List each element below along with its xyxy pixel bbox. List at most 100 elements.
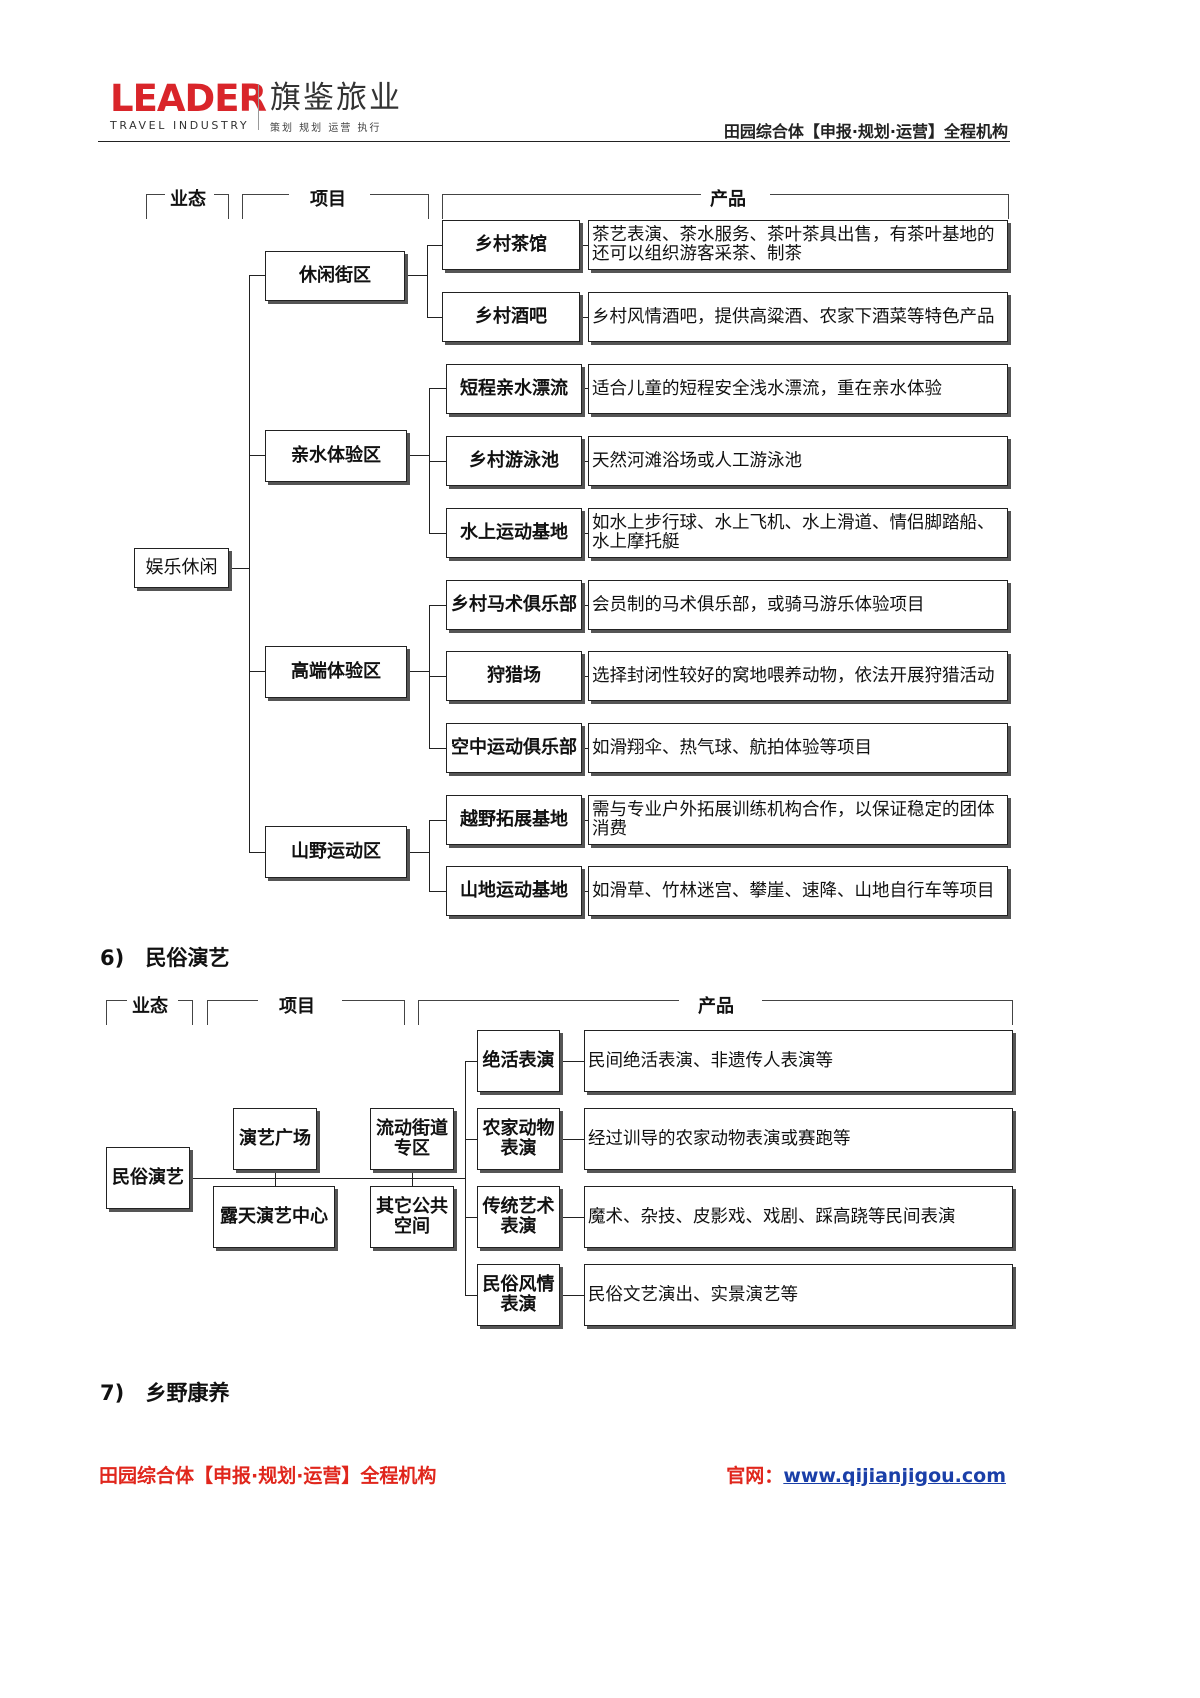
- item-node: 乡村茶馆: [442, 220, 580, 270]
- header-project: 项目: [279, 996, 315, 1017]
- conn-z2-b: [429, 461, 446, 462]
- bracket-format-right: [178, 1000, 193, 1025]
- logo: LEADER TRAVEL INDUSTRY: [110, 80, 267, 133]
- bracket-project-left: [242, 194, 289, 219]
- bracket-product-left: [442, 194, 701, 219]
- item-node: 传统艺术表演: [477, 1186, 560, 1248]
- bracket-product-left: [418, 1000, 679, 1025]
- zone-node: 山野运动区: [265, 826, 407, 878]
- item-node: 空中运动俱乐部: [446, 723, 582, 773]
- footer-site-label: 官网：: [726, 1465, 784, 1487]
- conn-items-spine: [465, 1061, 466, 1295]
- zone-node: 亲水体验区: [265, 430, 407, 482]
- bracket-product-right: [762, 1000, 1013, 1025]
- item-node: 农家动物表演: [477, 1108, 560, 1170]
- section-heading-6: 6) 民俗演艺: [100, 942, 230, 972]
- item-node: 水上运动基地: [446, 508, 582, 558]
- bracket-format-left: [106, 1000, 127, 1025]
- section-heading-7: 7) 乡野康养: [100, 1377, 230, 1407]
- header-format: 业态: [132, 996, 168, 1017]
- bracket-project-right: [342, 1000, 405, 1025]
- product-desc: 会员制的马术俱乐部，或骑马游乐体验项目: [588, 580, 1008, 630]
- product-desc: 茶艺表演、茶水服务、茶叶茶具出售，有茶叶基地的还可以组织游客采茶、制茶: [588, 220, 1008, 270]
- product-desc: 天然河滩浴场或人工游泳池: [588, 436, 1008, 486]
- conn-desc-4: [560, 1295, 584, 1296]
- conn-zone-4: [249, 852, 265, 853]
- item-node: 山地运动基地: [446, 866, 582, 916]
- conn-z4-b: [429, 891, 446, 892]
- conn-p5: [582, 533, 588, 534]
- conn-z2-spine: [429, 388, 430, 533]
- item-node: 乡村酒吧: [442, 292, 580, 342]
- conn-zone-1: [249, 275, 265, 276]
- conn-z3-c: [429, 748, 446, 749]
- project-node: 露天演艺中心: [213, 1186, 335, 1248]
- header-format: 业态: [170, 189, 206, 210]
- zone-node: 休闲街区: [265, 251, 405, 301]
- product-desc: 适合儿童的短程安全浅水漂流，重在亲水体验: [588, 364, 1008, 414]
- product-desc: 选择封闭性较好的窝地喂养动物，依法开展狩猎活动: [588, 651, 1008, 701]
- conn-z1-a: [427, 245, 442, 246]
- product-desc: 如滑草、竹林迷宫、攀崖、速降、山地自行车等项目: [588, 866, 1008, 916]
- brand-name: 旗鉴旅业: [270, 80, 402, 116]
- conn-z4: [407, 852, 429, 853]
- section-title: 民俗演艺: [145, 946, 230, 970]
- footer-site-link[interactable]: www.qijianjigou.com: [783, 1465, 1006, 1487]
- item-node: 绝活表演: [477, 1030, 560, 1092]
- product-desc: 民间绝活表演、非遗传人表演等: [584, 1030, 1013, 1092]
- conn-z3-a: [429, 605, 446, 606]
- conn-proj-4: [412, 1178, 413, 1186]
- conn-root: [229, 568, 249, 569]
- conn-z1-b: [427, 317, 442, 318]
- bracket-project-left: [207, 1000, 258, 1025]
- bracket-project-right: [370, 194, 429, 219]
- conn-p3: [582, 388, 588, 389]
- conn-z1: [405, 275, 427, 276]
- header-product: 产品: [710, 189, 746, 210]
- project-node: 其它公共空间: [370, 1186, 454, 1248]
- header-project: 项目: [310, 189, 346, 210]
- footer-site: 官网：www.qijianjigou.com: [726, 1461, 1006, 1488]
- conn-zone-2: [249, 455, 265, 456]
- conn-p8: [582, 748, 588, 749]
- brand-tagline: 策划 规划 运营 执行: [270, 123, 382, 134]
- conn-z4-a: [429, 820, 446, 821]
- product-desc: 需与专业户外拓展训练机构合作，以保证稳定的团体消费: [588, 795, 1008, 845]
- item-node: 短程亲水漂流: [446, 364, 582, 414]
- product-desc: 魔术、杂技、皮影戏、戏剧、踩高跷等民间表演: [584, 1186, 1013, 1248]
- conn-p9: [582, 820, 588, 821]
- conn-p10: [582, 891, 588, 892]
- conn-z4-spine: [429, 820, 430, 891]
- project-node: 流动街道专区: [370, 1108, 454, 1170]
- product-desc: 民俗文艺演出、实景演艺等: [584, 1264, 1013, 1326]
- section-number: 7): [100, 1381, 125, 1405]
- conn-proj-2: [275, 1178, 276, 1186]
- root-node: 民俗演艺: [106, 1147, 190, 1209]
- header-product: 产品: [698, 996, 734, 1017]
- conn-proj-1: [275, 1170, 276, 1178]
- header-tagline: 田园综合体【申报·规划·运营】全程机构: [723, 122, 1008, 141]
- logo-subtext: TRAVEL INDUSTRY: [110, 119, 250, 132]
- conn-p4: [582, 461, 588, 462]
- item-node: 乡村游泳池: [446, 436, 582, 486]
- conn-z2-c: [429, 533, 446, 534]
- conn-p2: [580, 317, 588, 318]
- conn-proj-3: [412, 1170, 413, 1178]
- conn-p1: [580, 245, 588, 246]
- product-desc: 乡村风情酒吧，提供高粱酒、农家下酒菜等特色产品: [588, 292, 1008, 342]
- item-node: 乡村马术俱乐部: [446, 580, 582, 630]
- item-node: 越野拓展基地: [446, 795, 582, 845]
- conn-z2: [407, 455, 429, 456]
- logo-divider: [258, 84, 259, 130]
- conn-item-2: [465, 1139, 477, 1140]
- conn-p6: [582, 605, 588, 606]
- conn-z3: [407, 671, 429, 672]
- conn-z2-a: [429, 388, 446, 389]
- item-node: 狩猎场: [446, 651, 582, 701]
- bracket-format-right: [214, 194, 229, 219]
- root-node: 娱乐休闲: [134, 548, 229, 588]
- conn-item-1: [465, 1061, 477, 1062]
- zone-node: 高端体验区: [265, 646, 407, 698]
- item-node: 民俗风情表演: [477, 1264, 560, 1326]
- conn-item-4: [465, 1295, 477, 1296]
